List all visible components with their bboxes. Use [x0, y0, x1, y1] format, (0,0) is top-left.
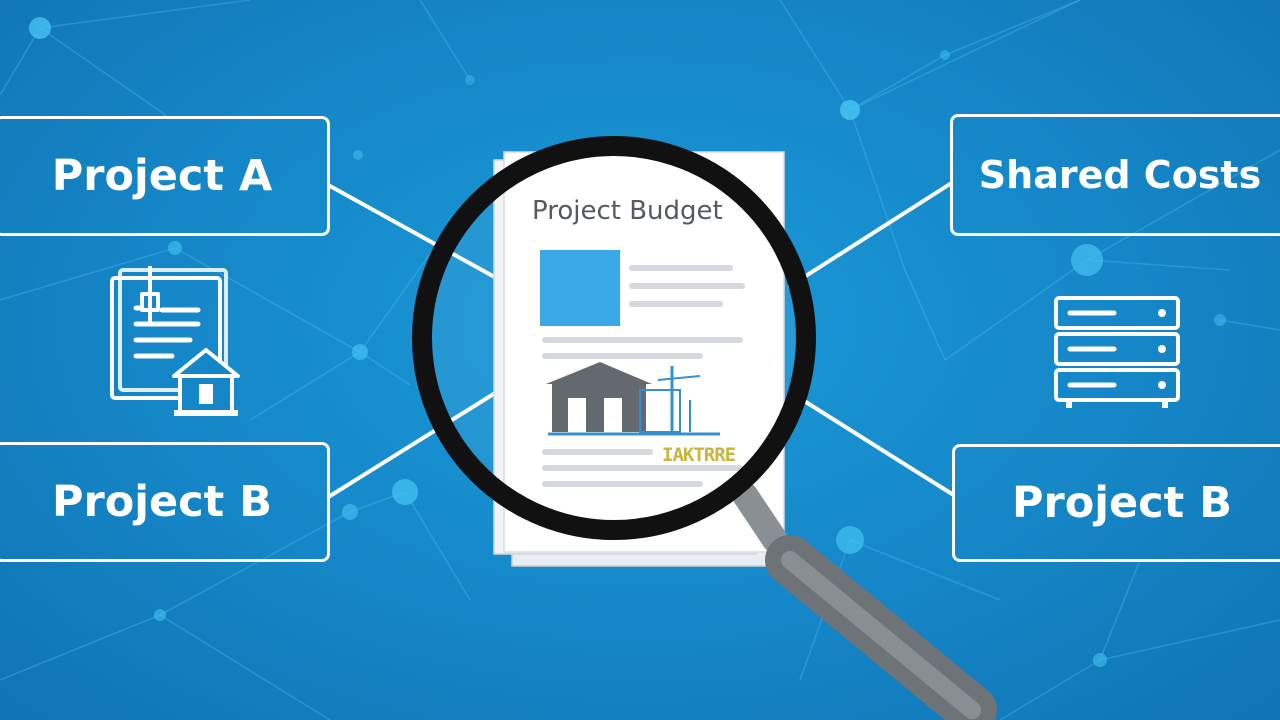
project-b-left-label: Project B: [52, 477, 272, 527]
server-rack-icon: [1050, 294, 1184, 410]
document-code: IAKTRRE: [662, 444, 736, 466]
project-b-right-box[interactable]: Project B: [952, 444, 1280, 562]
connector-shared-costs: [788, 182, 952, 288]
connector-project-b-left: [328, 388, 502, 498]
building-icon: [546, 362, 720, 436]
shared-costs-label: Shared Costs: [978, 153, 1262, 197]
document-house-icon: [106, 264, 242, 420]
project-b-left-box[interactable]: Project B: [0, 442, 330, 562]
project-a-label: Project A: [51, 151, 273, 201]
magnifier-handle: [732, 482, 997, 720]
connector-project-b-right: [788, 390, 954, 496]
project-b-right-label: Project B: [1012, 478, 1232, 528]
document-title: Project Budget: [532, 196, 723, 226]
document-content: [540, 250, 745, 487]
project-a-box[interactable]: Project A: [0, 116, 330, 236]
shared-costs-box[interactable]: Shared Costs: [950, 114, 1280, 236]
magnifier-lens: [412, 136, 816, 540]
document-paper-icon: [493, 151, 785, 567]
connector-project-a: [328, 184, 502, 282]
accent-square: [540, 250, 620, 326]
